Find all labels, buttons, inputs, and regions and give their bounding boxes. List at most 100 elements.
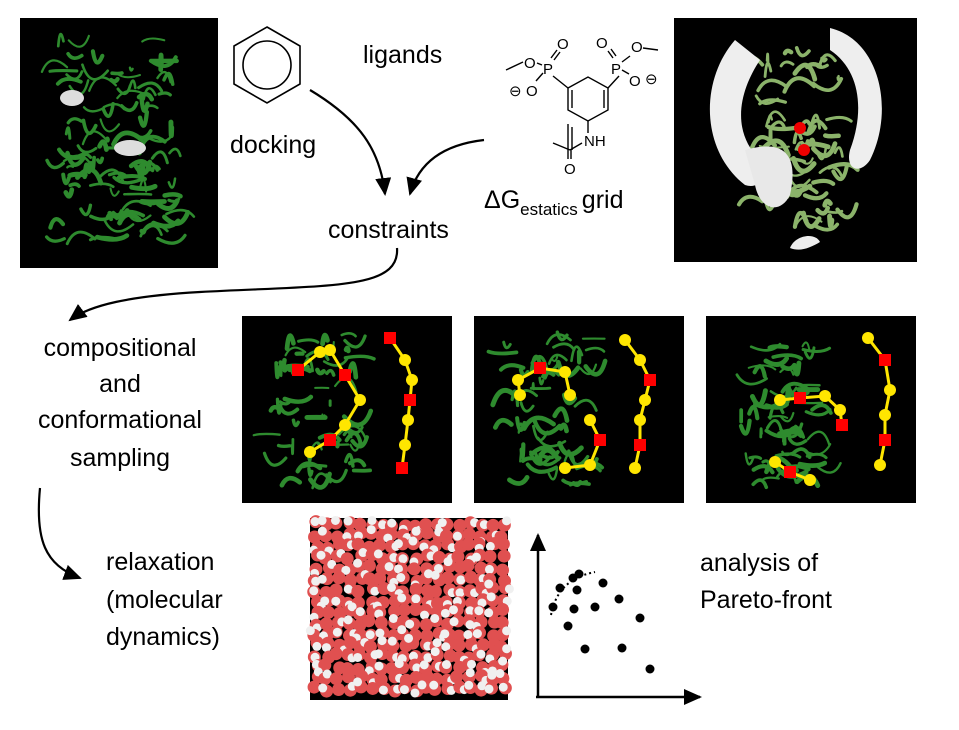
protein-strand: [787, 436, 808, 446]
protein-strand: [128, 66, 134, 72]
hydrogen-atom: [455, 588, 465, 598]
hydrogen-atom: [321, 643, 331, 653]
hydrogen-atom: [343, 516, 353, 526]
protein-strand: [63, 151, 87, 160]
arrow-constraints-to-sampling: [68, 247, 399, 322]
protein-strand: [348, 425, 364, 434]
protein-strand: [498, 363, 526, 372]
hydrogen-atom: [317, 516, 327, 526]
hydrogen-atom: [498, 682, 508, 692]
data-point: [590, 602, 600, 612]
protein-strand: [763, 356, 790, 367]
hydrogen-atom: [388, 613, 398, 623]
oxygen-atom: [452, 638, 466, 652]
hydrogen-atom: [330, 515, 340, 525]
analysis-label-line: analysis of: [700, 549, 818, 577]
hydrogen-atom: [484, 564, 494, 574]
hydrogen-atom: [423, 569, 433, 579]
protein-strand: [89, 155, 96, 173]
monomer-circle: [819, 390, 831, 402]
protein-strand: [324, 468, 348, 484]
protein-strand: [66, 52, 84, 60]
protein-strand: [340, 332, 357, 338]
protein-strand: [140, 134, 167, 148]
hydrogen-atom: [343, 615, 353, 625]
monomer-circle: [514, 389, 526, 401]
protein-strand: [342, 429, 353, 439]
atom-label: NH: [584, 133, 606, 150]
protein-strand: [561, 478, 589, 486]
atom-label: O: [564, 161, 576, 178]
protein-strand: [129, 183, 158, 192]
hydrogen-atom: [393, 564, 403, 574]
protein-strand: [547, 353, 568, 365]
hydrogen-atom: [312, 641, 322, 651]
hydrogen-atom: [485, 541, 495, 551]
data-point: [598, 578, 608, 588]
protein-strand: [99, 118, 121, 133]
hydrogen-atom: [423, 653, 433, 663]
protein-strand: [748, 455, 763, 460]
protein-strand: [139, 96, 150, 113]
arrow-sampling-to-relaxation: [37, 487, 82, 580]
protein-strand: [756, 78, 788, 93]
protein-strand: [156, 233, 187, 245]
oxygen-atom: [409, 670, 423, 684]
monomer-circle: [834, 404, 846, 416]
hydrogen-atom: [378, 685, 388, 695]
hydrogen-atom: [472, 629, 482, 639]
hydrogen-atom: [486, 592, 496, 602]
protein-strand: [157, 91, 172, 97]
hydrogen-atom: [386, 582, 396, 592]
protein-strand: [765, 419, 784, 435]
protein-strand: [139, 222, 169, 238]
hydrogen-atom: [397, 625, 407, 635]
protein-strand: [507, 475, 530, 486]
protein-strand: [56, 32, 65, 48]
hydrogen-atom: [322, 669, 332, 679]
hydrogen-atom: [411, 594, 421, 604]
hydrogen-atom: [373, 649, 383, 659]
data-point: [614, 594, 624, 604]
protein-strand: [48, 68, 79, 73]
atom-label: O: [557, 36, 569, 53]
hydrogen-atom: [502, 644, 512, 654]
hydrogen-atom: [433, 564, 443, 574]
oxygen-atom: [362, 559, 376, 573]
oxygen-atom: [496, 563, 510, 577]
oxygen-atom: [451, 550, 465, 564]
oxygen-atom: [452, 629, 466, 643]
hydrogen-atom: [393, 539, 403, 549]
monomer-square: [879, 434, 891, 446]
protein-strand: [517, 422, 525, 434]
protein-strand: [130, 129, 153, 140]
protein-strand: [782, 48, 794, 56]
protein-strand: [88, 235, 118, 242]
hydrogen-atom: [484, 684, 494, 694]
protein-strand: [142, 87, 157, 101]
protein-strand: [761, 459, 771, 465]
atom-label: O: [629, 73, 641, 90]
protein-strand: [801, 210, 822, 229]
hydrogen-atom: [332, 627, 342, 637]
hydrogen-atom: [417, 680, 427, 690]
hydrogen-atom: [375, 628, 385, 638]
oxygen-atom: [362, 572, 376, 586]
protein-strand: [744, 452, 755, 466]
protein-strand: [138, 200, 160, 206]
oxygen-atom: [474, 561, 488, 575]
protein-strand: [532, 418, 562, 436]
oxygen-atom: [373, 538, 387, 552]
hydrogen-atom: [484, 579, 494, 589]
protein-docking-panel: [20, 18, 218, 268]
hydrogen-atom: [398, 554, 408, 564]
data-point: [555, 583, 565, 593]
hydrogen-atom: [374, 609, 384, 619]
protein-strand: [518, 367, 530, 378]
protein-strand: [833, 146, 844, 158]
protein-strand: [66, 164, 75, 169]
hydrogen-atom: [366, 525, 376, 535]
protein-strand: [98, 168, 125, 183]
hydrogen-atom: [394, 659, 404, 669]
protein-strand: [801, 346, 832, 353]
